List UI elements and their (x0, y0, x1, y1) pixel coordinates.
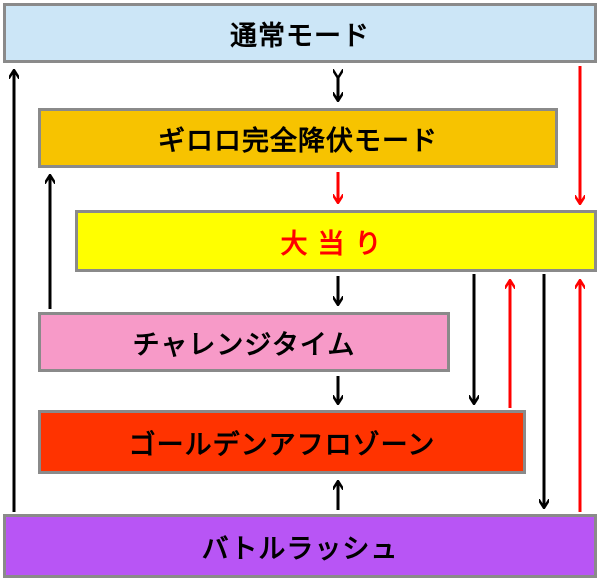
node-jackpot-label: 大当り (280, 228, 392, 260)
node-giroro-mode: ギロロ完全降伏モード (38, 108, 558, 168)
node-challenge-time: チャレンジタイム (38, 312, 450, 372)
node-golden-zone-label: ゴールデンアフロゾーン (128, 429, 436, 461)
node-golden-zone: ゴールデンアフロゾーン (38, 410, 526, 474)
node-normal-mode-label: 通常モード (230, 20, 370, 52)
node-normal-mode: 通常モード (3, 3, 597, 63)
node-jackpot: 大当り (75, 210, 597, 272)
node-challenge-time-label: チャレンジタイム (132, 329, 356, 361)
node-battle-rush: バトルラッシュ (3, 514, 597, 578)
node-giroro-mode-label: ギロロ完全降伏モード (158, 125, 438, 157)
node-battle-rush-label: バトルラッシュ (201, 533, 399, 565)
